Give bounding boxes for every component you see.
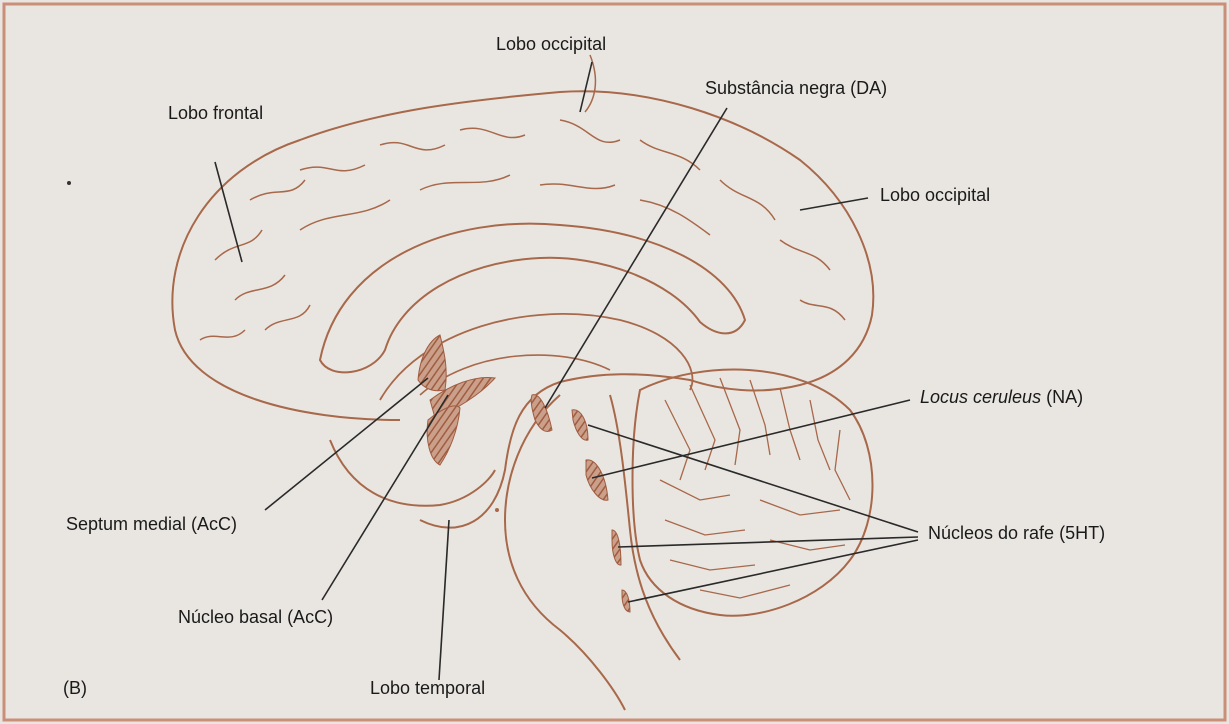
- brainstem: [505, 395, 680, 710]
- brain-outline: [172, 91, 873, 527]
- label-septum-medial: Septum medial (AcC): [66, 514, 237, 535]
- label-locus-ceruleus: Locus ceruleus (NA): [920, 387, 1083, 408]
- leader-lines: [215, 62, 918, 680]
- label-nucleo-basal: Núcleo basal (AcC): [178, 607, 333, 628]
- basal-nucleus-lower: [427, 406, 460, 465]
- temporal-contour: [330, 440, 495, 506]
- label-lobo-temporal: Lobo temporal: [370, 678, 485, 699]
- nuclei: [418, 335, 630, 612]
- label-lobo-occipital-top: Lobo occipital: [496, 34, 606, 55]
- locus-ceruleus-nucleus: [586, 460, 608, 500]
- label-locus-ceruleus-suffix: (NA): [1046, 387, 1083, 407]
- raphe-nucleus-3: [622, 590, 630, 612]
- label-locus-ceruleus-italic: Locus ceruleus: [920, 387, 1041, 407]
- label-lobo-frontal: Lobo frontal: [168, 103, 263, 124]
- corpus-callosum: [320, 224, 745, 373]
- raphe-nucleus-1: [572, 410, 588, 440]
- label-substancia-negra: Substância negra (DA): [705, 78, 887, 99]
- label-lobo-occipital-right: Lobo occipital: [880, 185, 990, 206]
- panel-label: (B): [63, 678, 87, 699]
- cerebellum: [633, 370, 873, 616]
- label-nucleos-rafe: Núcleos do rafe (5HT): [928, 523, 1105, 544]
- dot-mark: [495, 508, 499, 512]
- dot-mark: [67, 181, 71, 185]
